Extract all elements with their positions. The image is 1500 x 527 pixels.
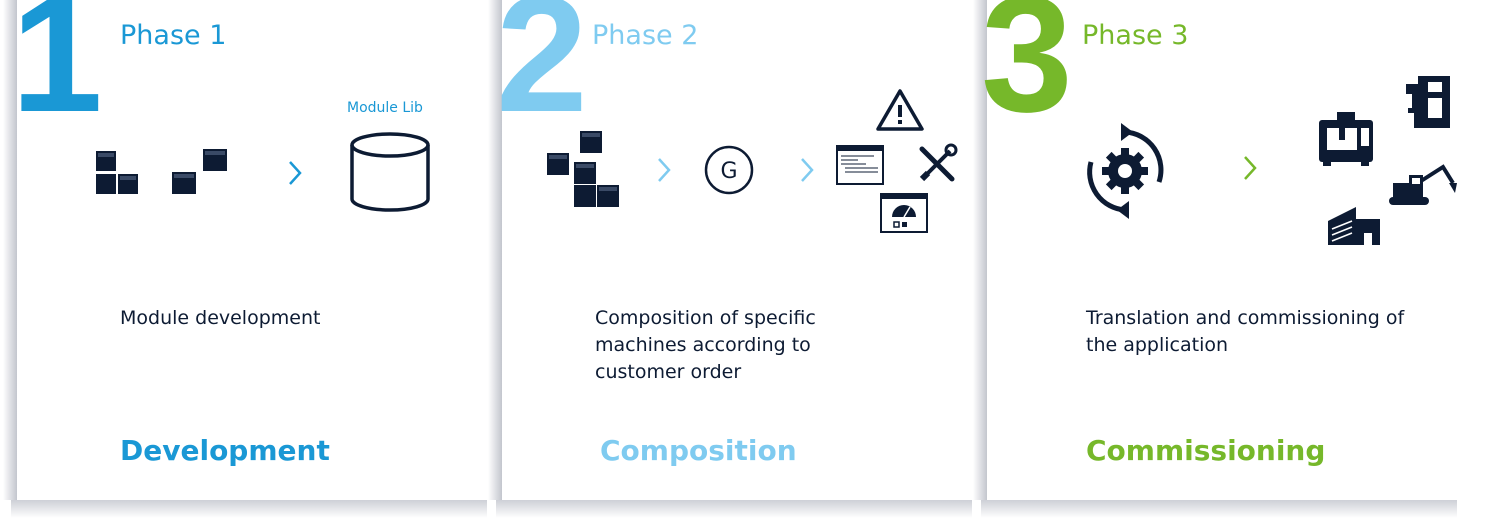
cubes-icon	[96, 151, 138, 194]
chevron-right-icon	[801, 158, 814, 182]
cnc-machine-icon	[1319, 112, 1373, 166]
chevron-right-icon	[1244, 156, 1257, 180]
factory-icon	[1328, 207, 1380, 245]
phase-1-panel: 1 Phase 1 Module Lib Module development …	[3, 0, 487, 518]
phase-2-description: Composition of specific machines accordi…	[595, 307, 816, 383]
phase-1-description: Module development	[120, 307, 321, 329]
code-window-icon	[836, 145, 884, 185]
chevron-right-icon	[658, 158, 671, 182]
phase-2-title: Phase 2	[592, 20, 699, 51]
phase-2-number: 2	[496, 0, 588, 146]
phase-1-number: 1	[11, 0, 103, 146]
cubes-icon	[547, 131, 619, 207]
excavator-icon	[1389, 164, 1457, 205]
hmi-window-icon	[880, 193, 928, 233]
phase-2-panel: 2 Phase 2 G	[488, 0, 972, 518]
phase-3-panel: 3 Phase 3	[973, 0, 1457, 518]
phase-3-description: Translation and commissioning of the app…	[1086, 307, 1405, 356]
module-lib-label: Module Lib	[347, 100, 423, 116]
phase-3-number: 3	[981, 0, 1073, 146]
gear-cycle-icon	[1087, 123, 1164, 219]
phase-3-category: Commissioning	[1086, 434, 1326, 467]
svg-text:G: G	[720, 159, 737, 184]
phase-1-category: Development	[120, 434, 330, 467]
phase-2-category: Composition	[600, 434, 797, 467]
milling-machine-icon	[1406, 76, 1450, 128]
phase-1-title: Phase 1	[120, 20, 227, 51]
g-circle-icon: G	[704, 145, 754, 195]
chevron-right-icon	[289, 161, 302, 185]
tools-icon	[919, 143, 958, 182]
phase-3-title: Phase 3	[1082, 20, 1189, 51]
warning-icon	[876, 89, 924, 131]
database-icon	[350, 132, 430, 212]
cubes-icon	[172, 149, 227, 194]
